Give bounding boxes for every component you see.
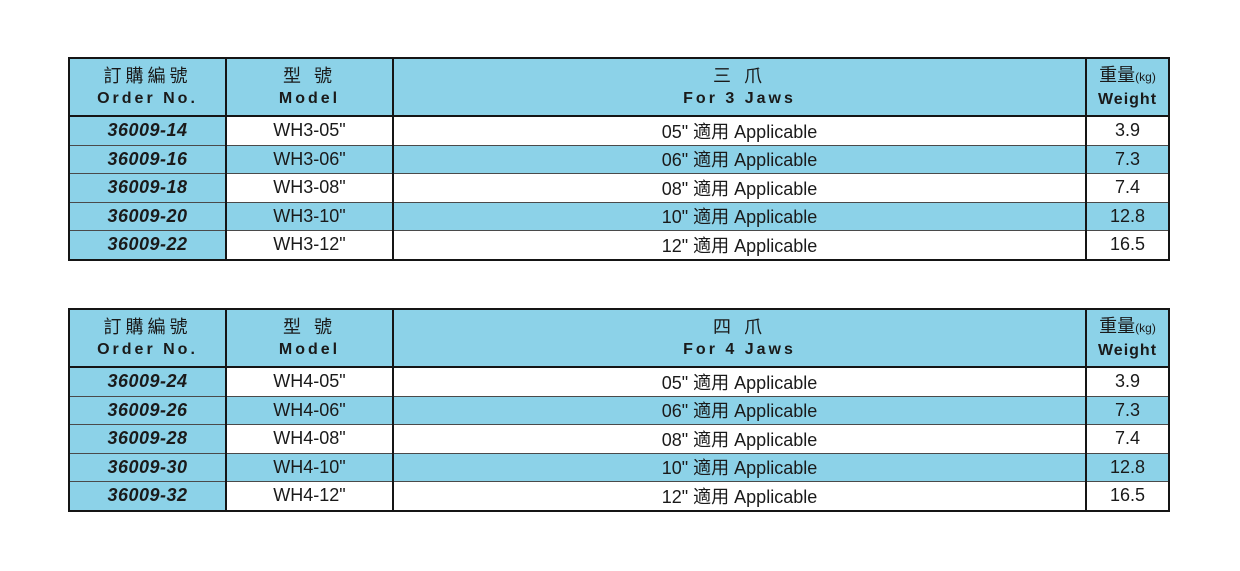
weight-cell: 7.3 <box>1085 395 1170 425</box>
weight-cell: 7.4 <box>1085 173 1170 203</box>
weight-unit-label: (kg) <box>1135 70 1156 84</box>
weight-cell: 12.8 <box>1085 452 1170 482</box>
table-row: 36009-14 WH3-05" 05" 適用 Applicable 3.9 <box>68 115 1170 146</box>
order-no-header-en: Order No. <box>97 341 198 358</box>
table-row: 36009-32 WH4-12" 12" 適用 Applicable 16.5 <box>68 481 1170 511</box>
jaws-header-en: For 3 Jaws <box>683 90 796 107</box>
model-cell: WH4-06" <box>225 395 394 425</box>
weight-header-zh: 重量(kg) <box>1099 65 1156 85</box>
model-header-zh: 型 號 <box>282 66 336 86</box>
catalog-table-4-jaws: 訂購編號 Order No. 型 號 Model 四 爪 For 4 Jaws … <box>68 308 1170 512</box>
table-row: 36009-16 WH3-06" 06" 適用 Applicable 7.3 <box>68 144 1170 174</box>
order-no-cell: 36009-22 <box>68 230 227 260</box>
weight-unit-label: (kg) <box>1135 321 1156 335</box>
jaws-header-zh: 三 爪 <box>712 66 766 86</box>
jaws-header: 三 爪 For 3 Jaws <box>392 58 1087 117</box>
table-row: 36009-28 WH4-08" 08" 適用 Applicable 7.4 <box>68 424 1170 454</box>
order-no-cell: 36009-26 <box>68 395 227 425</box>
model-header: 型 號 Model <box>225 309 394 368</box>
table-body: 36009-24 WH4-05" 05" 適用 Applicable 3.9 3… <box>68 366 1170 511</box>
table-header-row: 訂購編號 Order No. 型 號 Model 三 爪 For 3 Jaws … <box>68 58 1170 117</box>
table-body: 36009-14 WH3-05" 05" 適用 Applicable 3.9 3… <box>68 115 1170 260</box>
table-header-row: 訂購編號 Order No. 型 號 Model 四 爪 For 4 Jaws … <box>68 309 1170 368</box>
model-cell: WH3-05" <box>225 115 394 146</box>
weight-header: 重量(kg) Weight <box>1085 58 1170 117</box>
order-no-header: 訂購編號 Order No. <box>68 309 227 368</box>
weight-cell: 3.9 <box>1085 366 1170 397</box>
order-no-cell: 36009-20 <box>68 201 227 231</box>
model-cell: WH3-10" <box>225 201 394 231</box>
applicable-cell: 08" 適用 Applicable <box>392 424 1087 454</box>
weight-header-en: Weight <box>1097 91 1158 108</box>
order-no-cell: 36009-14 <box>68 115 227 146</box>
order-no-cell: 36009-28 <box>68 424 227 454</box>
applicable-cell: 05" 適用 Applicable <box>392 366 1087 397</box>
applicable-cell: 05" 適用 Applicable <box>392 115 1087 146</box>
table-row: 36009-20 WH3-10" 10" 適用 Applicable 12.8 <box>68 201 1170 231</box>
table-row: 36009-22 WH3-12" 12" 適用 Applicable 16.5 <box>68 230 1170 260</box>
applicable-cell: 12" 適用 Applicable <box>392 481 1087 511</box>
applicable-cell: 10" 適用 Applicable <box>392 452 1087 482</box>
order-no-cell: 36009-30 <box>68 452 227 482</box>
table-row: 36009-24 WH4-05" 05" 適用 Applicable 3.9 <box>68 366 1170 397</box>
order-no-cell: 36009-16 <box>68 144 227 174</box>
jaws-header-zh: 四 爪 <box>712 317 766 337</box>
jaws-header: 四 爪 For 4 Jaws <box>392 309 1087 368</box>
model-cell: WH3-12" <box>225 230 394 260</box>
model-cell: WH4-10" <box>225 452 394 482</box>
applicable-cell: 10" 適用 Applicable <box>392 201 1087 231</box>
table-row: 36009-18 WH3-08" 08" 適用 Applicable 7.4 <box>68 173 1170 203</box>
weight-header-zh: 重量(kg) <box>1099 316 1156 336</box>
order-no-cell: 36009-24 <box>68 366 227 397</box>
model-header-en: Model <box>278 90 341 107</box>
weight-header: 重量(kg) Weight <box>1085 309 1170 368</box>
order-no-header-en: Order No. <box>97 90 198 107</box>
weight-cell: 16.5 <box>1085 230 1170 260</box>
model-cell: WH3-06" <box>225 144 394 174</box>
order-no-header: 訂購編號 Order No. <box>68 58 227 117</box>
model-cell: WH4-08" <box>225 424 394 454</box>
model-cell: WH4-12" <box>225 481 394 511</box>
table-row: 36009-30 WH4-10" 10" 適用 Applicable 12.8 <box>68 452 1170 482</box>
order-no-cell: 36009-18 <box>68 173 227 203</box>
weight-cell: 16.5 <box>1085 481 1170 511</box>
applicable-cell: 12" 適用 Applicable <box>392 230 1087 260</box>
model-header-zh: 型 號 <box>282 317 336 337</box>
applicable-cell: 08" 適用 Applicable <box>392 173 1087 203</box>
model-header-en: Model <box>278 341 341 358</box>
model-cell: WH3-08" <box>225 173 394 203</box>
weight-cell: 12.8 <box>1085 201 1170 231</box>
order-no-header-zh: 訂購編號 <box>103 317 192 337</box>
table-row: 36009-26 WH4-06" 06" 適用 Applicable 7.3 <box>68 395 1170 425</box>
model-header: 型 號 Model <box>225 58 394 117</box>
order-no-cell: 36009-32 <box>68 481 227 511</box>
weight-cell: 7.3 <box>1085 144 1170 174</box>
weight-cell: 3.9 <box>1085 115 1170 146</box>
weight-header-en: Weight <box>1097 342 1158 359</box>
applicable-cell: 06" 適用 Applicable <box>392 144 1087 174</box>
model-cell: WH4-05" <box>225 366 394 397</box>
jaws-header-en: For 4 Jaws <box>683 341 796 358</box>
catalog-table-3-jaws: 訂購編號 Order No. 型 號 Model 三 爪 For 3 Jaws … <box>68 57 1170 261</box>
applicable-cell: 06" 適用 Applicable <box>392 395 1087 425</box>
weight-cell: 7.4 <box>1085 424 1170 454</box>
order-no-header-zh: 訂購編號 <box>103 66 192 86</box>
